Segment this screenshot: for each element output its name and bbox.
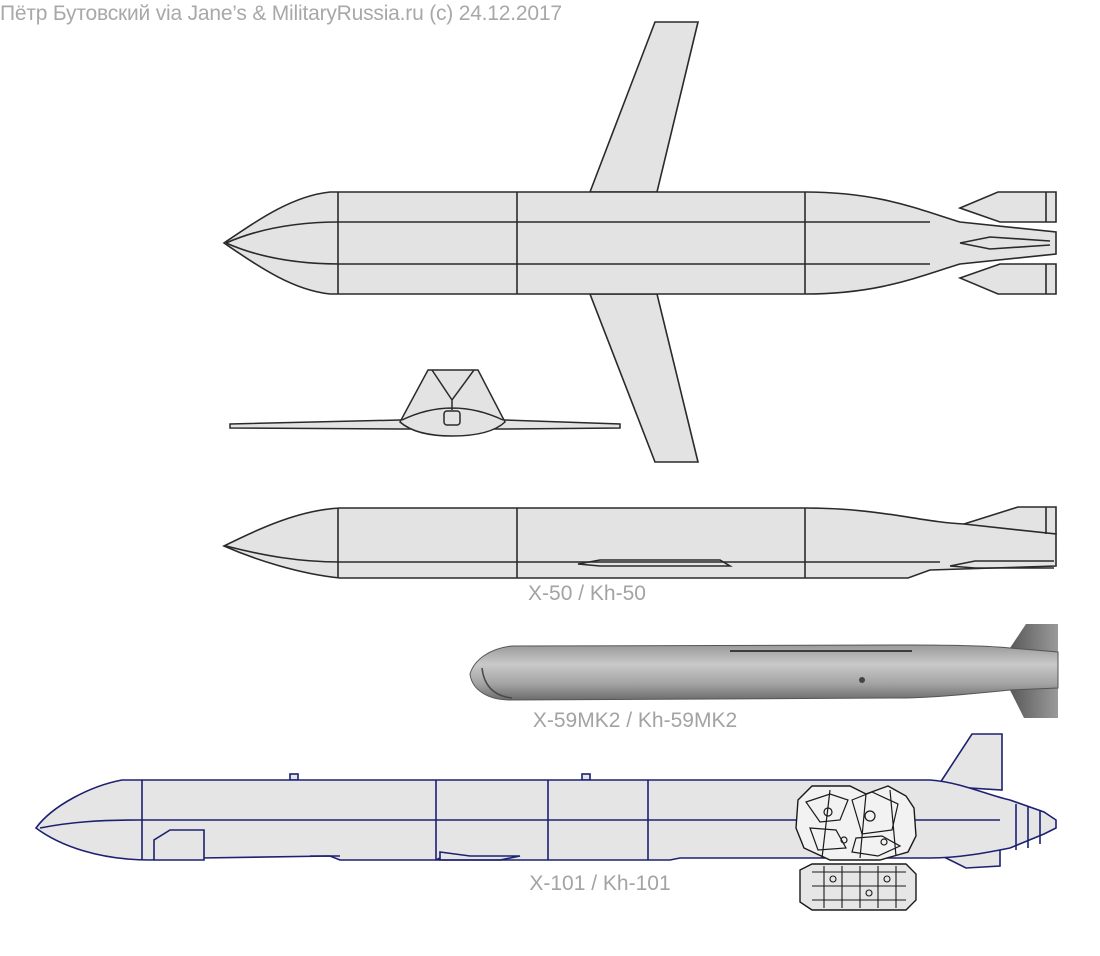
kh59mk2-body <box>469 644 1059 701</box>
kh101-intake <box>153 829 205 861</box>
kh101-vertical-fin <box>936 733 1003 791</box>
kh50-top-view <box>222 21 1057 463</box>
kh50-lower-wing <box>588 293 700 463</box>
kh101-cutaway-upper-detail <box>805 789 902 859</box>
kh50-front-intake <box>443 410 461 426</box>
credit-text: Пётр Бутовский via Jane’s & MilitaryRuss… <box>0 2 562 25</box>
kh101-dorsal-bump-1 <box>289 773 299 781</box>
kh50-lower-tail <box>957 263 1057 295</box>
kh101-cutaway-upper <box>795 785 917 861</box>
kh50-nose-lines <box>225 221 341 265</box>
kh101-belly-steps <box>310 855 441 861</box>
kh50-side-wing-fairing <box>577 559 733 567</box>
kh50-side-engine <box>949 560 1054 569</box>
kh101-cutaway-lower-detail <box>812 866 906 908</box>
kh50-front-fin-lines <box>401 369 504 421</box>
kh50-fuselage <box>222 191 1057 295</box>
kh50-front-view <box>229 369 621 437</box>
kh50-side-nose-line <box>225 545 341 563</box>
kh50-upper-wing <box>588 21 700 193</box>
caption-kh50: X-50 / Kh-50 <box>528 582 646 605</box>
caption-kh101: X-101 / Kh-101 <box>529 872 671 895</box>
kh59mk2-nose-shade <box>481 667 513 699</box>
kh59mk2-silhouette <box>469 624 1059 718</box>
kh50-side-fuselage <box>222 507 1057 579</box>
kh101-cutaway-lower <box>799 863 917 911</box>
kh101-dorsal-bump-2 <box>581 773 591 781</box>
kh59mk2-lower-fin <box>1010 688 1058 718</box>
kh101-engine-cutaway <box>795 785 917 911</box>
kh101-nose-line <box>39 819 1000 829</box>
kh50-side-view <box>222 506 1057 579</box>
caption-kh59mk2: X-59MK2 / Kh-59MK2 <box>532 709 738 732</box>
kh50-upper-tail <box>957 191 1057 223</box>
kh50-engine-slot <box>959 236 1051 250</box>
kh59mk2-upper-fin <box>1010 624 1058 652</box>
kh59mk2-marker <box>859 677 865 683</box>
